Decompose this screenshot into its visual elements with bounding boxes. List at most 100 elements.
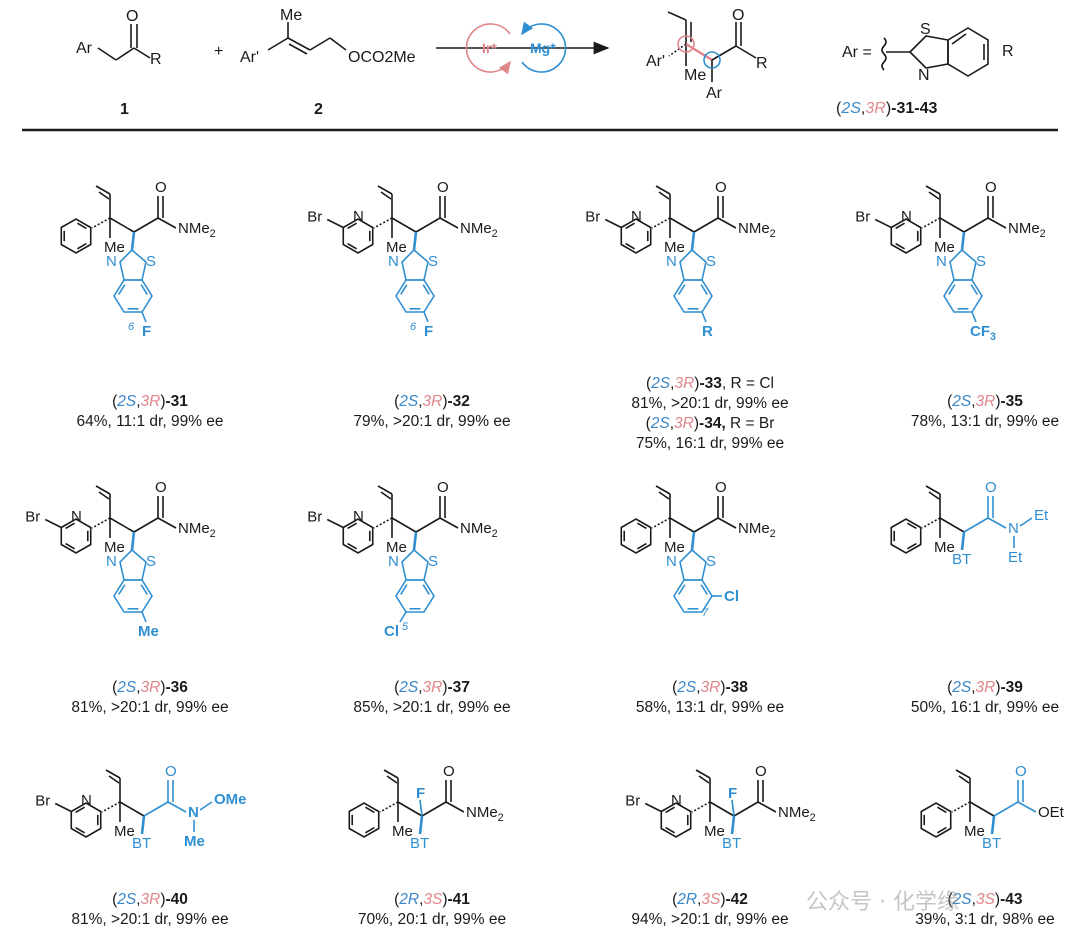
atom-label-f: F xyxy=(728,785,737,802)
atom-label-o: O xyxy=(715,179,727,196)
atom-label-n: N xyxy=(901,208,912,225)
compound-label-42: (2R,3S)-42 xyxy=(672,891,748,908)
atom-label-o: O xyxy=(443,763,455,780)
starting-material-1 xyxy=(97,24,151,61)
atom-label-f: F xyxy=(424,323,433,340)
atom-label-me: Me xyxy=(104,239,125,256)
yield-line-34: 75%, 16:1 dr, 99% ee xyxy=(635,435,785,452)
atom-label-cl: Cl xyxy=(724,588,739,605)
atom-label-o: O xyxy=(1015,763,1027,780)
atom-label-s: S xyxy=(146,253,156,270)
product-ar1-label: Ar' xyxy=(646,53,665,70)
product-ar-label: Ar xyxy=(706,85,723,102)
product-general xyxy=(667,11,757,82)
atom-label-r: R xyxy=(702,323,713,340)
ar-n-label: N xyxy=(918,67,930,84)
atom-label-o: O xyxy=(437,479,449,496)
sm1-o-label: O xyxy=(126,8,138,25)
atom-label-n: N xyxy=(1008,520,1019,537)
atom-label-num6: 6 xyxy=(410,321,417,333)
atom-label-num7: 7 xyxy=(702,607,709,619)
atom-label-n: N xyxy=(666,253,677,270)
compound-label-35: (2S,3R)-35 xyxy=(947,393,1023,410)
atom-label-o: O xyxy=(715,479,727,496)
atom-label-s: S xyxy=(976,253,986,270)
ar-s-label: S xyxy=(920,21,931,38)
sm1-r-label: R xyxy=(150,51,162,68)
atom-label-me: Me xyxy=(934,539,955,556)
atom-label-me: Me xyxy=(386,239,407,256)
atom-label-me: Me xyxy=(664,539,685,556)
atom-label-nme2: NMe2 xyxy=(738,220,776,240)
yield-line-42: 94%, >20:1 dr, 99% ee xyxy=(631,911,789,928)
atom-label-s: S xyxy=(428,553,438,570)
product-r-label: R xyxy=(756,55,768,72)
atom-label-o: O xyxy=(985,479,997,496)
atom-label-n: N xyxy=(106,553,117,570)
atom-label-bt: BT xyxy=(132,835,151,852)
atom-label-n: N xyxy=(353,508,364,525)
compound-label-39: (2S,3R)-39 xyxy=(947,679,1023,696)
atom-label-me: Me xyxy=(184,833,205,850)
sm2-me-label: Me xyxy=(280,7,302,24)
atom-label-br: Br xyxy=(35,793,50,810)
atom-label-br: Br xyxy=(855,209,870,226)
atom-label-n: N xyxy=(388,253,399,270)
atom-label-f: F xyxy=(416,785,425,802)
atom-label-n: N xyxy=(71,508,82,525)
compound-label-43: (2S,3S)-43 xyxy=(947,891,1023,908)
yield-line-41: 70%, 20:1 dr, 99% ee xyxy=(357,911,507,928)
atom-label-oet: OEt xyxy=(1038,804,1065,821)
atom-label-o: O xyxy=(437,179,449,196)
atom-label-n: N xyxy=(188,804,199,821)
yield-line-32: 79%, >20:1 dr, 99% ee xyxy=(353,413,511,430)
compound-label-34: (2S,3R)-34, R = Br xyxy=(645,415,775,432)
atom-label-s: S xyxy=(428,253,438,270)
compound-label-37: (2S,3R)-37 xyxy=(394,679,470,696)
plus-sign: + xyxy=(214,43,223,60)
atom-label-me: Me xyxy=(114,823,135,840)
atom-label-me: Me xyxy=(386,539,407,556)
ar-definition-label: Ar = xyxy=(842,44,872,61)
atom-label-num5: 5 xyxy=(402,621,409,633)
atom-label-o: O xyxy=(985,179,997,196)
atom-label-nme2: NMe2 xyxy=(178,520,216,540)
atom-label-me: Me xyxy=(704,823,725,840)
compound-label-36: (2S,3R)-36 xyxy=(112,679,188,696)
yield-line-36: 81%, >20:1 dr, 99% ee xyxy=(71,699,229,716)
compound-label-32: (2S,3R)-32 xyxy=(394,393,470,410)
atom-label-o: O xyxy=(755,763,767,780)
atom-label-et: Et xyxy=(1034,507,1049,524)
sm1-number: 1 xyxy=(120,101,129,118)
atom-label-ome: OMe xyxy=(214,791,247,808)
compound-label-31: (2S,3R)-31 xyxy=(112,393,188,410)
atom-label-n: N xyxy=(388,553,399,570)
starting-material-2 xyxy=(267,22,347,55)
compound-label-41: (2R,3S)-41 xyxy=(394,891,470,908)
atom-label-br: Br xyxy=(585,209,600,226)
atom-label-me: Me xyxy=(392,823,413,840)
atom-label-nme2: NMe2 xyxy=(738,520,776,540)
compound-label-40: (2S,3R)-40 xyxy=(112,891,188,908)
atom-label-bt: BT xyxy=(982,835,1001,852)
atom-label-nme2: NMe2 xyxy=(460,520,498,540)
sm2-leaving-group: OCO2Me xyxy=(348,49,416,66)
atom-label-br: Br xyxy=(625,793,640,810)
atom-label-me: Me xyxy=(104,539,125,556)
yield-line-31: 64%, 11:1 dr, 99% ee xyxy=(76,413,224,430)
atom-label-nme2: NMe2 xyxy=(460,220,498,240)
atom-label-me: Me xyxy=(934,239,955,256)
caption-41: (2R,3S)-41 70%, 20:1 dr, 99% ee xyxy=(312,890,552,930)
